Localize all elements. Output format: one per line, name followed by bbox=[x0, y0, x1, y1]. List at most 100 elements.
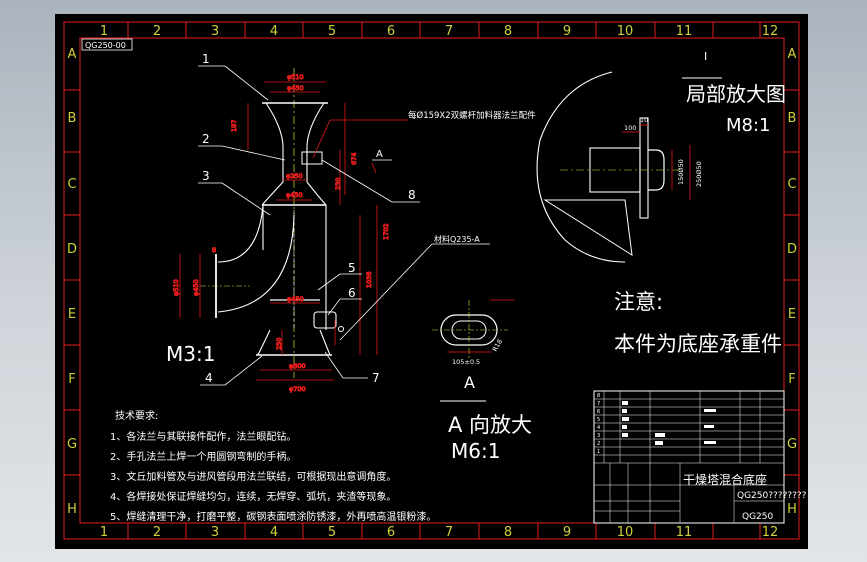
balloon-labels: 1 2 3 4 5 6 7 8 bbox=[202, 52, 416, 385]
tb-row-num: 3 bbox=[597, 433, 600, 439]
title-block-row-nums: 8 7 6 5 4 3 2 1 bbox=[597, 393, 600, 455]
dim-h1702: 1702 bbox=[382, 223, 390, 240]
zone-top-8: 8 bbox=[504, 24, 512, 39]
tech-req-title: 技术要求: bbox=[115, 409, 158, 422]
tech-req-3: 3、文丘加料管及与进风管段用法兰联结，可根据现出意调角度。 bbox=[110, 470, 396, 483]
tb-row-num: 7 bbox=[597, 401, 600, 407]
detail-break-arc bbox=[536, 71, 626, 263]
dim-h230: 230 bbox=[334, 178, 342, 190]
tb-row-num: 4 bbox=[597, 425, 600, 431]
balloon-8: 8 bbox=[408, 188, 416, 202]
dim-d450-top: φ450 bbox=[287, 84, 304, 92]
detail-rib bbox=[543, 199, 633, 256]
zone-left-B: B bbox=[68, 111, 77, 126]
zone-right-G: G bbox=[787, 437, 797, 452]
dim-h250: 250 bbox=[275, 338, 283, 350]
detail-dim-10: 10 bbox=[640, 116, 648, 124]
detail-title: 局部放大图 bbox=[686, 82, 786, 106]
zone-right-A: A bbox=[788, 47, 797, 62]
zone-bottom-1: 1 bbox=[100, 525, 108, 540]
zone-left-D: D bbox=[67, 242, 77, 257]
material-note: 材料Q235-A bbox=[434, 234, 480, 244]
elbow-outer bbox=[217, 204, 264, 263]
drawing-code: QG250-00 bbox=[85, 41, 126, 50]
tb-row-num: 8 bbox=[597, 393, 600, 399]
dim-d510-side: φ510 bbox=[172, 279, 180, 296]
note-title: 注意: bbox=[614, 290, 663, 314]
zone-bottom-5: 5 bbox=[328, 525, 336, 540]
dim-d250: φ250 bbox=[286, 172, 303, 180]
zone-labels-top: 1 2 3 4 5 6 7 8 9 10 11 12 bbox=[100, 24, 778, 39]
balloon-1: 1 bbox=[202, 52, 210, 66]
a-view-label: A bbox=[464, 373, 475, 392]
zone-top-1: 1 bbox=[100, 24, 108, 39]
view-arrow-a: A bbox=[376, 149, 383, 160]
zone-labels-left: A B C D E F G H bbox=[67, 47, 77, 517]
balloon-3: 3 bbox=[202, 169, 210, 183]
balloon-4: 4 bbox=[205, 371, 213, 385]
zone-left-E: E bbox=[68, 307, 76, 322]
leader-lines bbox=[198, 65, 420, 386]
tech-req-1: 1、各法兰与其联接件配作，法兰眼配钻。 bbox=[110, 430, 296, 443]
zone-top-5: 5 bbox=[328, 24, 336, 39]
zone-bottom-10: 10 bbox=[617, 525, 634, 540]
zone-bottom-8: 8 bbox=[504, 525, 512, 540]
zone-bottom-7: 7 bbox=[445, 525, 453, 540]
detail-dim-250: 250Ø50 bbox=[695, 161, 703, 187]
title-block-fill-marks bbox=[622, 401, 716, 445]
balloon-6: 6 bbox=[348, 286, 356, 300]
zone-top-10: 10 bbox=[617, 24, 634, 39]
zone-left-A: A bbox=[68, 47, 77, 62]
detail-wall bbox=[639, 117, 649, 219]
a-view-title: A 向放大 bbox=[448, 413, 532, 437]
zone-right-E: E bbox=[788, 307, 796, 322]
a-view: 105±0.5 R18 A A 向放大 M6:1 bbox=[432, 299, 532, 463]
zone-ticks bbox=[64, 22, 799, 539]
zone-labels-bottom: 1 2 3 4 5 6 7 8 9 10 11 12 bbox=[100, 525, 778, 540]
zone-labels-right: A B C D E F G H bbox=[787, 47, 797, 517]
dim-d450-mid: φ450 bbox=[286, 191, 303, 199]
zone-top-12: 12 bbox=[762, 24, 779, 39]
zone-bottom-6: 6 bbox=[387, 525, 395, 540]
a-view-scale: M6:1 bbox=[451, 439, 500, 463]
zone-top-7: 7 bbox=[445, 24, 453, 39]
zone-top-11: 11 bbox=[676, 24, 693, 39]
zone-left-H: H bbox=[67, 502, 77, 517]
detail-dim-lines bbox=[622, 124, 691, 200]
dim-d700: φ700 bbox=[289, 385, 306, 393]
main-scale: M3:1 bbox=[166, 342, 215, 366]
zone-bottom-12: 12 bbox=[762, 525, 779, 540]
dim-h674: 674 bbox=[350, 153, 358, 165]
dim-d600: φ600 bbox=[289, 362, 306, 370]
detail-label: I bbox=[704, 50, 707, 63]
zone-right-F: F bbox=[788, 372, 795, 387]
main-dim-texts: φ510 φ450 187 674 230 φ250 φ450 8 φ510 φ… bbox=[172, 73, 391, 394]
zone-left-C: C bbox=[67, 177, 76, 192]
zone-right-C: C bbox=[787, 177, 796, 192]
flange-callout: 每Ø159X2双螺杆加料器法兰配件 bbox=[408, 110, 536, 121]
dim-h1036: 1036 bbox=[365, 271, 373, 288]
tb-row-num: 6 bbox=[597, 409, 600, 415]
zone-right-D: D bbox=[787, 242, 797, 257]
tb-row-num: 2 bbox=[597, 441, 600, 447]
zone-top-6: 6 bbox=[387, 24, 395, 39]
zone-top-2: 2 bbox=[153, 24, 161, 39]
handle-knob bbox=[338, 326, 344, 332]
hand-hole bbox=[313, 311, 337, 329]
tech-requirements: 技术要求: 1、各法兰与其联接件配作，法兰眼配钻。 2、手孔法兰上焊一个用圆钢弯… bbox=[110, 409, 436, 523]
zone-top-3: 3 bbox=[211, 24, 219, 39]
title-block-frame bbox=[593, 390, 785, 524]
tech-req-2: 2、手孔法兰上焊一个用圆钢弯制的手柄。 bbox=[110, 450, 296, 463]
elbow-inner bbox=[217, 214, 295, 313]
detail-dim-100: 100 bbox=[624, 124, 636, 132]
zone-bottom-2: 2 bbox=[153, 525, 161, 540]
dim-d8: 8 bbox=[212, 246, 216, 254]
zone-left-G: G bbox=[67, 437, 77, 452]
zone-bottom-9: 9 bbox=[563, 525, 571, 540]
tech-req-5: 5、焊缝清理干净，打磨平整，碳钢表面喷涂防锈漆，外再喷高温银粉漆。 bbox=[110, 510, 436, 523]
drawing-code-box bbox=[81, 38, 133, 51]
feed-port bbox=[301, 151, 323, 165]
zone-left-F: F bbox=[68, 372, 75, 387]
balloon-2: 2 bbox=[202, 132, 210, 146]
